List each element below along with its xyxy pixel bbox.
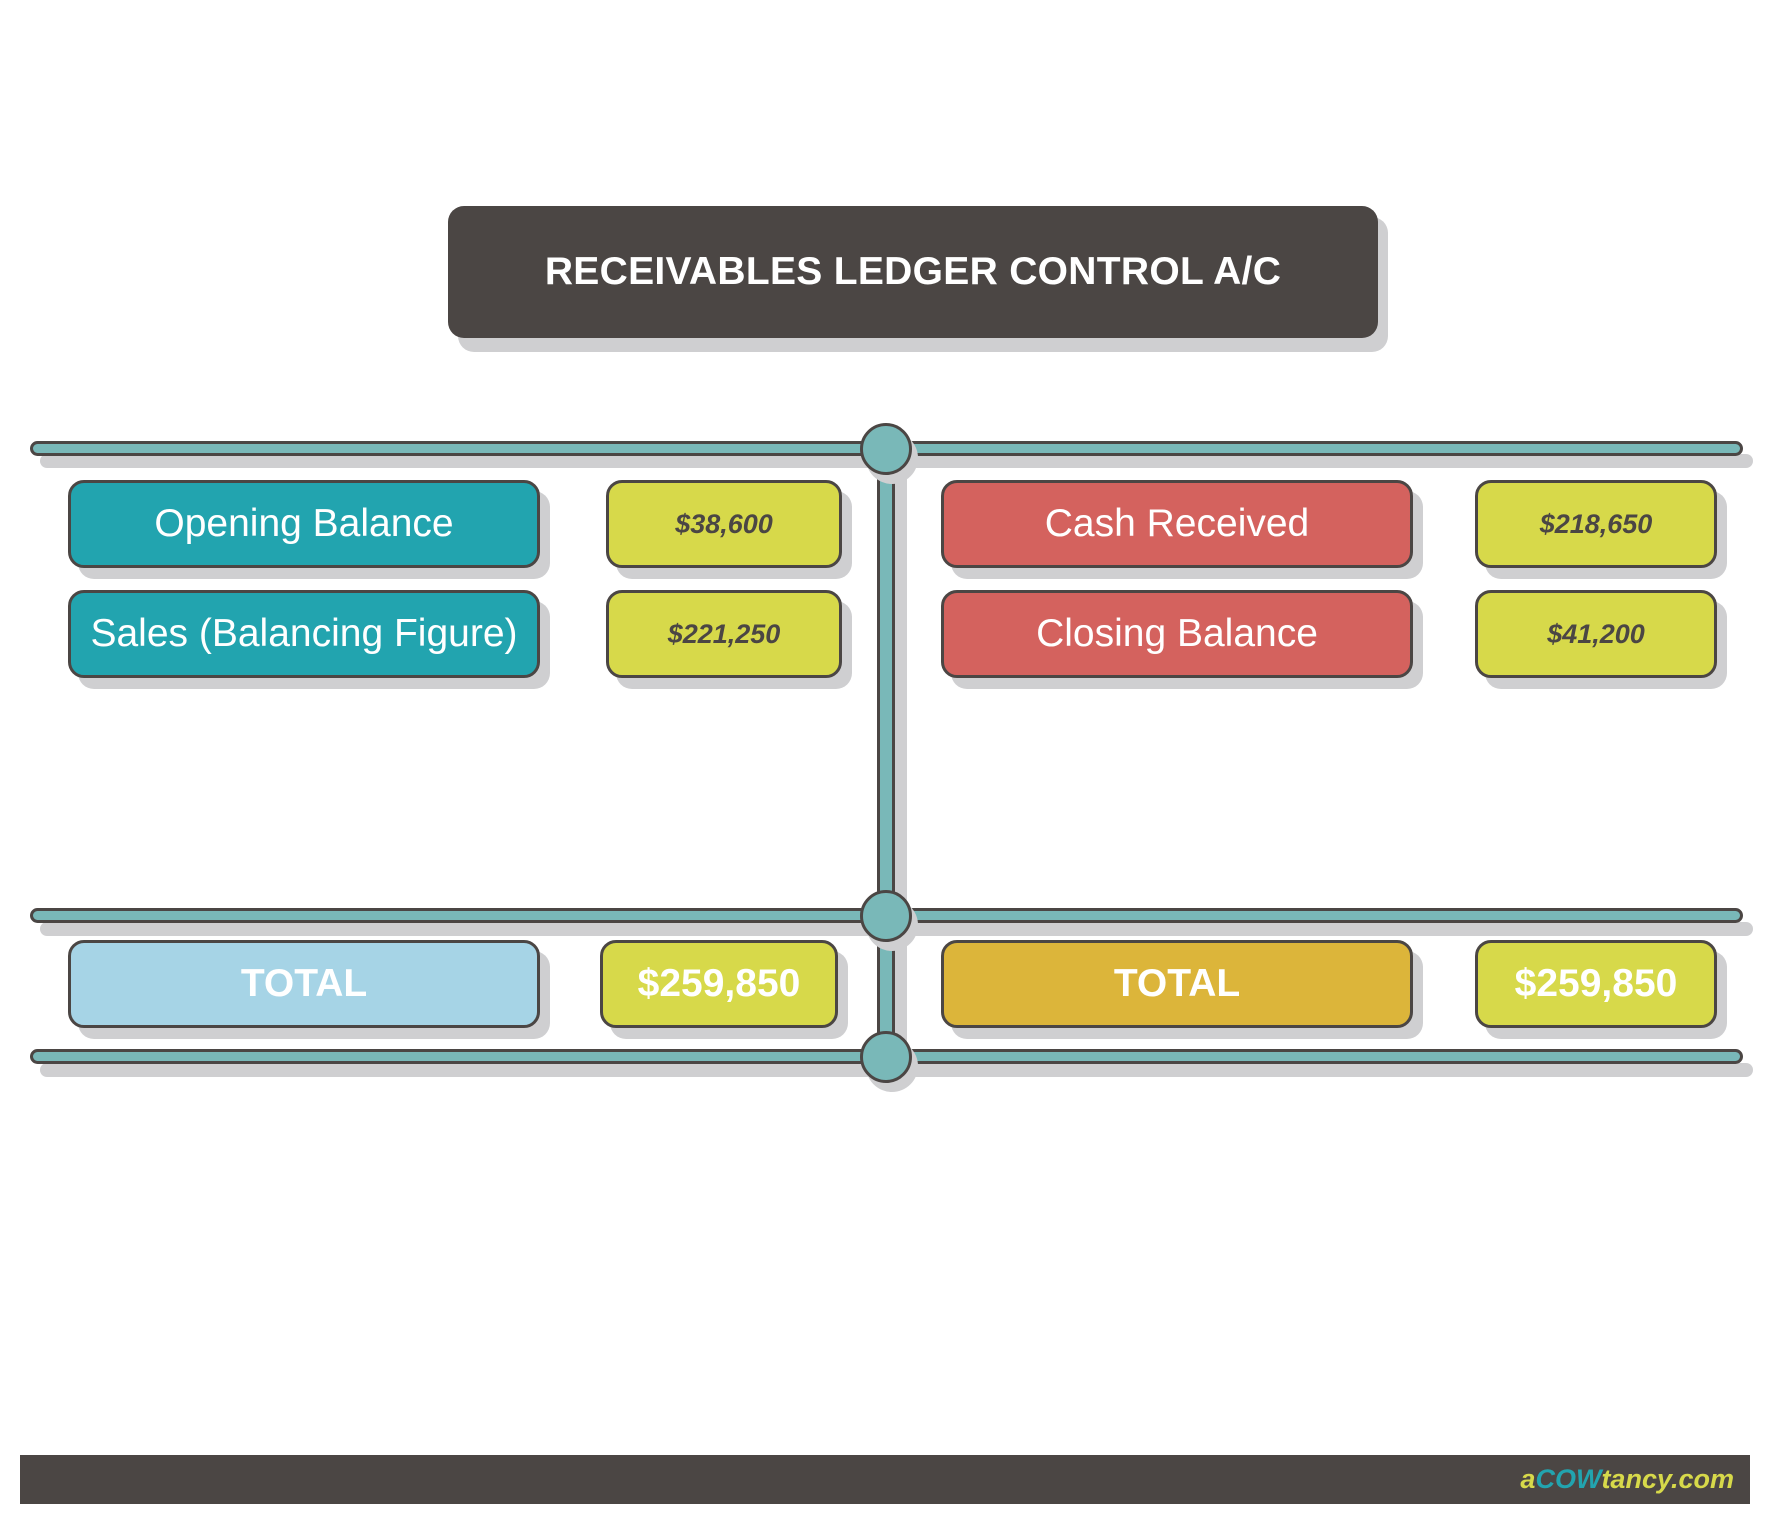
vertical-rail-shadow	[893, 450, 907, 1062]
credit-label-closing-balance: Closing Balance	[941, 590, 1413, 678]
footer-bar: aCOWtancy.com	[20, 1455, 1750, 1504]
credit-amount-cash-received: $218,650	[1475, 480, 1717, 568]
debit-total-label: TOTAL	[68, 940, 540, 1028]
top-node	[860, 423, 912, 475]
page-title: RECEIVABLES LEDGER CONTROL A/C	[448, 206, 1378, 338]
middle-node	[860, 890, 912, 942]
credit-amount-closing-balance: $41,200	[1475, 590, 1717, 678]
credit-total-label: TOTAL	[941, 940, 1413, 1028]
debit-label-opening-balance: Opening Balance	[68, 480, 540, 568]
logo-brand: COW	[1535, 1464, 1602, 1494]
vertical-divider	[877, 440, 895, 1060]
credit-total-amount: $259,850	[1475, 940, 1717, 1028]
logo-prefix: a	[1520, 1464, 1536, 1494]
credit-label-cash-received: Cash Received	[941, 480, 1413, 568]
debit-total-amount: $259,850	[600, 940, 838, 1028]
bottom-node	[860, 1031, 912, 1083]
debit-amount-sales: $221,250	[606, 590, 842, 678]
logo-suffix: tancy.com	[1601, 1464, 1734, 1494]
footer-logo[interactable]: aCOWtancy.com	[1520, 1464, 1734, 1495]
debit-label-sales: Sales (Balancing Figure)	[68, 590, 540, 678]
debit-amount-opening-balance: $38,600	[606, 480, 842, 568]
